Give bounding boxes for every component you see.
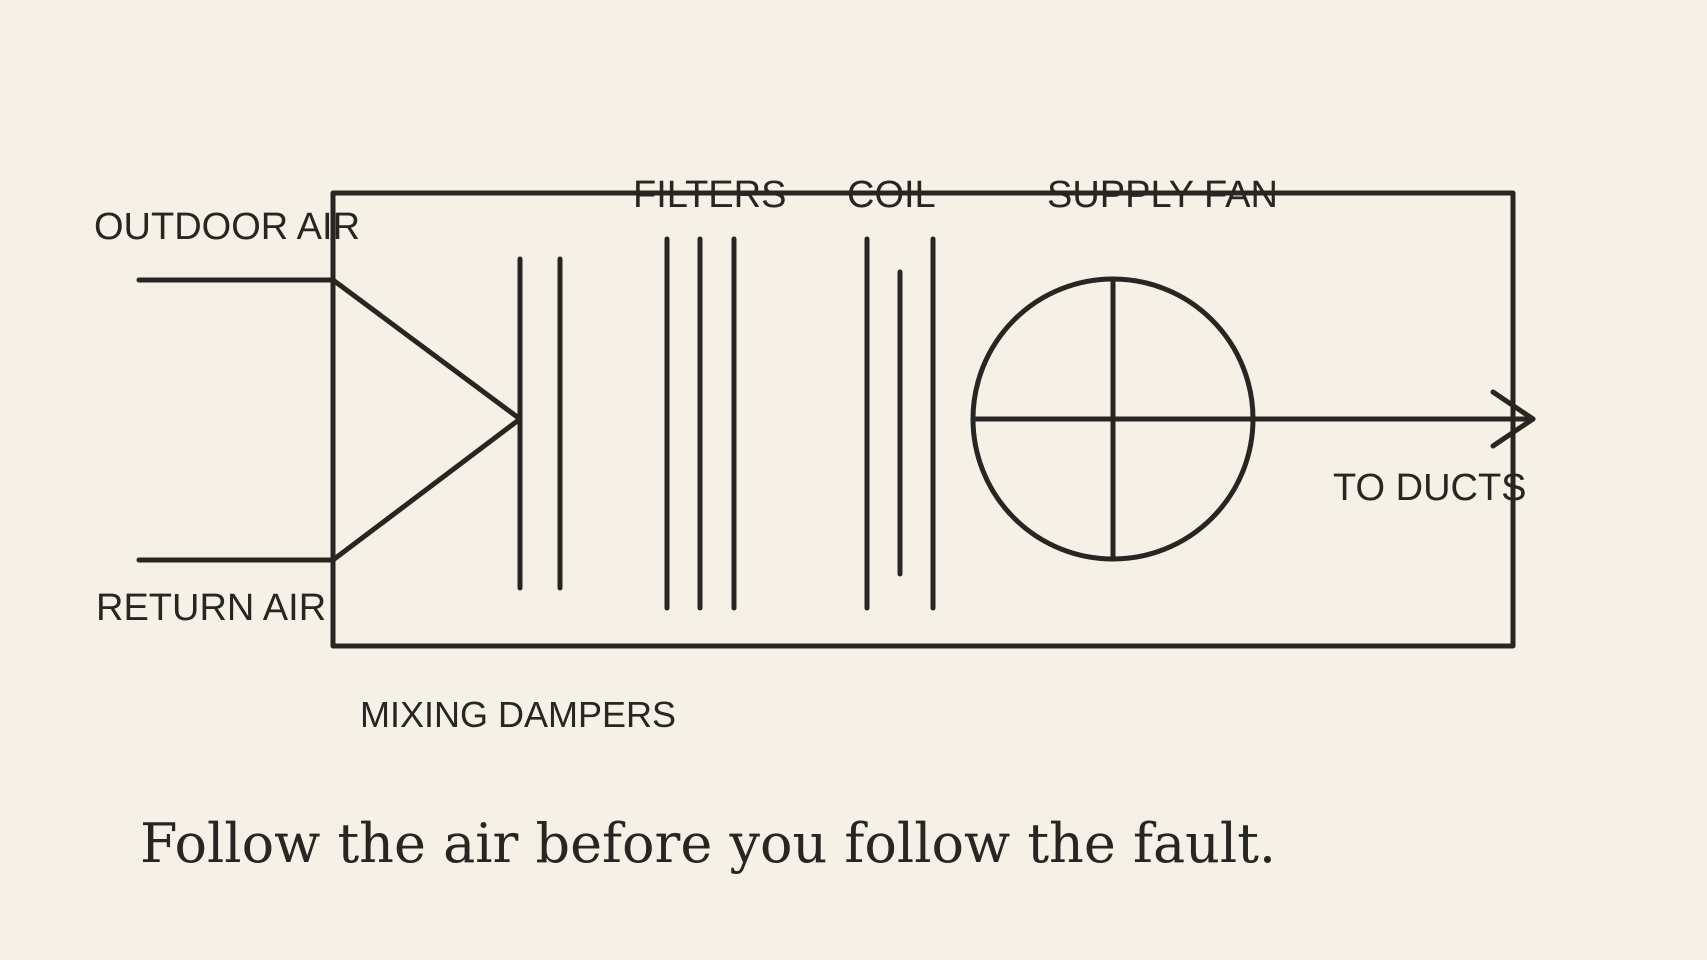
- outdoor-air-label: OUTDOOR AIR: [94, 206, 360, 248]
- supply-fan-label: SUPPLY FAN: [1047, 174, 1278, 216]
- return-air-label: RETURN AIR: [96, 587, 326, 629]
- arrow-head-icon: [1490, 389, 1536, 449]
- mixing-dampers-label: MIXING DAMPERS: [360, 694, 676, 735]
- mixing-converge-lines: [330, 277, 523, 563]
- filters-label: FILTERS: [633, 174, 786, 216]
- to-ducts-label: TO DUCTS: [1333, 467, 1527, 509]
- tagline-text: Follow the air before you follow the fau…: [140, 812, 1277, 875]
- coil-label: COIL: [847, 174, 936, 216]
